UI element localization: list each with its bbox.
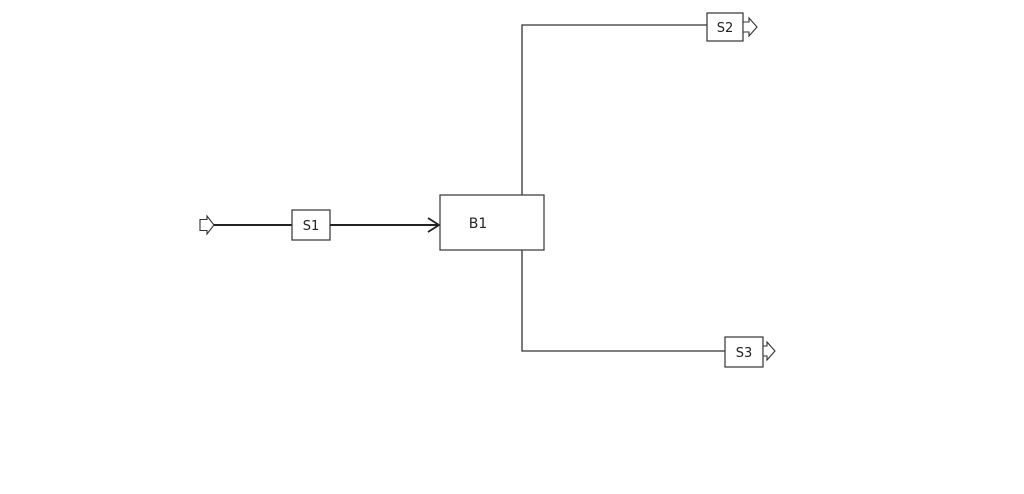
product-port-s2-icon[interactable] (742, 16, 758, 38)
stream-s1-label: S1 (303, 219, 320, 234)
stream-s3[interactable]: S3 (724, 336, 764, 368)
block-b1[interactable]: B1 (439, 194, 545, 251)
block-b1-label: B1 (469, 216, 488, 232)
stream-s2-label: S2 (717, 21, 734, 36)
stream-line-s2[interactable] (521, 24, 707, 195)
stream-line-s3[interactable] (521, 250, 725, 352)
stream-s2[interactable]: S2 (706, 12, 744, 42)
stream-s2-box (706, 12, 744, 42)
stream-s3-label: S3 (736, 346, 753, 361)
product-port-s3-icon[interactable] (762, 340, 776, 362)
stream-s3-box (724, 336, 764, 368)
feed-port-icon[interactable] (199, 214, 215, 236)
block-b1-box (439, 194, 545, 251)
stream-s1[interactable]: S1 (291, 209, 331, 241)
flow-arrowhead-icon (427, 217, 441, 233)
